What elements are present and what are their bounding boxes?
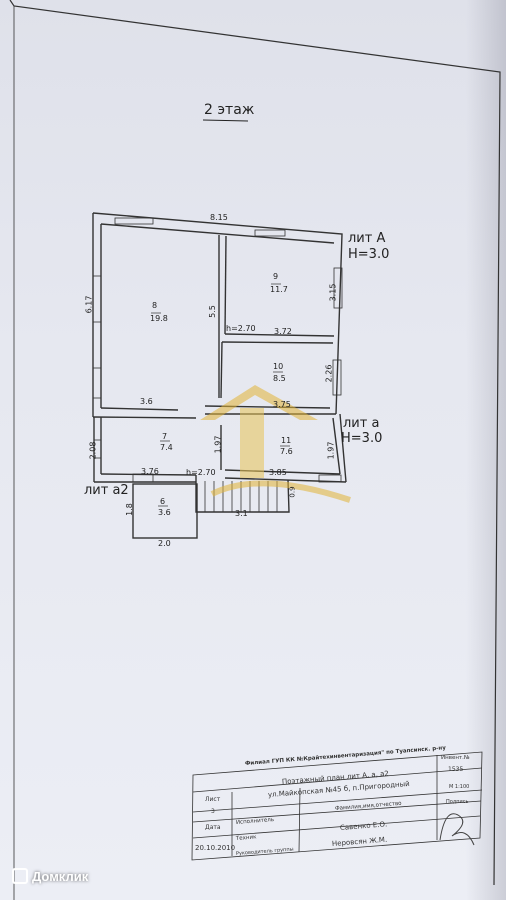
stamp-scale: М 1:100 bbox=[449, 784, 470, 790]
watermark-house-logo bbox=[200, 385, 351, 503]
dimension-left-lower: 2.08 bbox=[88, 441, 98, 460]
watermark-text: Домклик bbox=[32, 868, 89, 884]
dimension-room8-bottom: 3.6 bbox=[140, 397, 153, 406]
label-lit-a-lower-height: H=3.0 bbox=[341, 431, 383, 446]
dimension-left-height: 6.17 bbox=[84, 295, 94, 314]
sheet-frame bbox=[9, 0, 501, 886]
dimension-room6-left: 1.8 bbox=[124, 503, 134, 516]
fraction-lines bbox=[151, 283, 290, 507]
dimension-room10-top: 3.72 bbox=[274, 327, 292, 336]
room-number: 9 bbox=[273, 272, 279, 281]
title-block-table bbox=[191, 751, 483, 861]
dimension-room6-bottom: 2.0 bbox=[158, 539, 171, 548]
label-lit-a2: лит а2 bbox=[84, 483, 129, 498]
label-lit-a-upper-height: H=3.0 bbox=[348, 247, 390, 262]
page-title: 2 этаж bbox=[204, 102, 255, 118]
room-number: 10 bbox=[273, 362, 284, 371]
room-area: 11.7 bbox=[270, 285, 288, 294]
watermark-domklik: Домклик bbox=[12, 868, 88, 884]
dimension-room11-width: 3.85 bbox=[269, 468, 287, 477]
dimension-top-width: 8.15 bbox=[210, 213, 228, 222]
dimension-partition: 1.97 bbox=[213, 435, 223, 454]
label-lit-a-lower: лит а bbox=[343, 416, 380, 431]
room-area: 19.8 bbox=[150, 314, 168, 323]
stamp-inventory-label: Инвент.№ bbox=[441, 755, 470, 761]
room-number: 8 bbox=[152, 301, 158, 310]
room-area: 3.6 bbox=[158, 508, 171, 517]
dimension-room7-width: 3.76 bbox=[141, 467, 159, 476]
stamp-date-value: 20.10.2010 bbox=[195, 844, 236, 852]
room-area: 7.6 bbox=[280, 447, 293, 456]
dimension-room8-inner: 5.5 bbox=[207, 305, 217, 318]
title-underline bbox=[202, 119, 249, 122]
room-area: 7.4 bbox=[160, 443, 173, 452]
stamp-sheet-value: 3 bbox=[211, 808, 215, 815]
dimension-h-lower: h=2.70 bbox=[186, 468, 216, 477]
dimension-room9-right: 3.15 bbox=[328, 283, 338, 302]
room-area: 8.5 bbox=[273, 374, 286, 383]
stamp-sign-header: Подпись bbox=[446, 799, 469, 805]
room-number: 7 bbox=[162, 432, 168, 441]
room-number: 11 bbox=[281, 436, 292, 445]
signature bbox=[439, 813, 475, 846]
dimension-room10-right: 2.26 bbox=[324, 364, 334, 383]
dimension-h-upper: h=2.70 bbox=[226, 324, 256, 333]
domklik-logo-icon bbox=[12, 868, 28, 884]
dimension-stairs-side: 0.9 bbox=[288, 486, 297, 498]
stamp-date-label: Дата bbox=[205, 824, 221, 831]
dimension-room10-bottom: 3.75 bbox=[273, 400, 291, 409]
stamp-sheet-label: Лист bbox=[205, 796, 221, 803]
stamp-inventory-value: 1535 bbox=[448, 766, 464, 773]
label-lit-a-upper: лит А bbox=[348, 231, 386, 246]
windows bbox=[92, 217, 343, 483]
room-number: 6 bbox=[160, 497, 166, 506]
dimension-stairs: 3.1 bbox=[235, 509, 248, 518]
dimension-room11-right: 1.97 bbox=[326, 441, 336, 460]
